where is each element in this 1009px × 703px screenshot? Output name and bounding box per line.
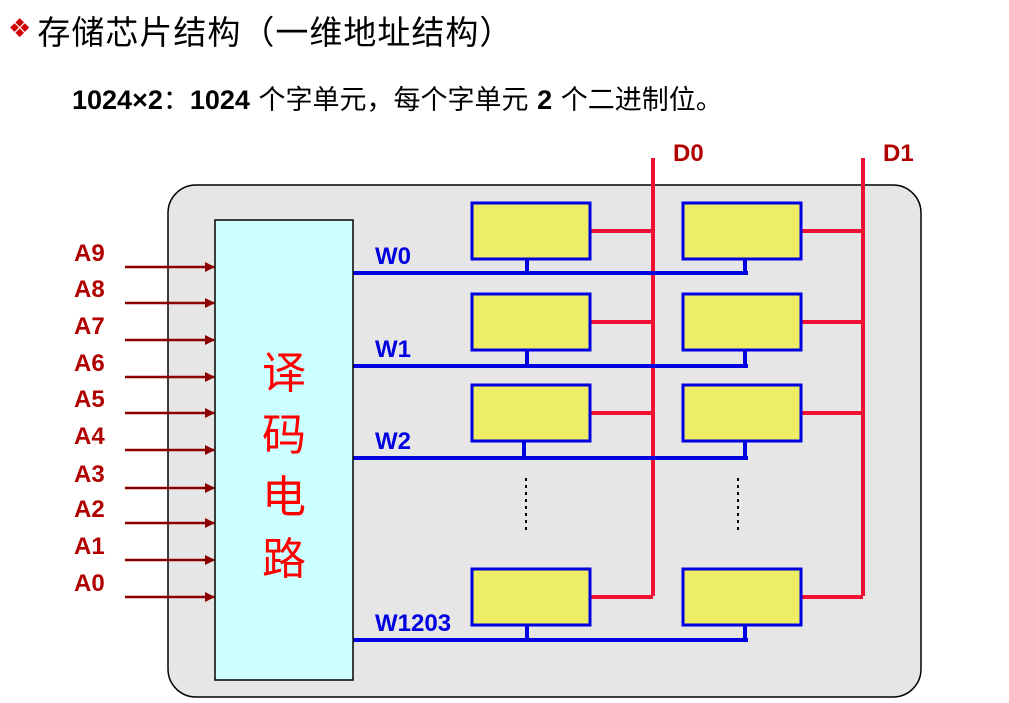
subtitle-colon: ： — [162, 85, 190, 116]
memory-cell — [681, 292, 803, 352]
slide-title: ❖ 存储芯片结构（一维地址结构） — [8, 8, 513, 52]
memory-cell — [681, 567, 803, 627]
subtitle: 1024×2：1024 个字单元，每个字单元 2 个二进制位。 — [72, 78, 723, 117]
ellipsis-dot — [737, 485, 739, 488]
ellipsis-dot — [737, 506, 739, 509]
ellipsis-dot — [737, 478, 739, 481]
memory-cell — [470, 383, 592, 443]
address-label: A8 — [74, 276, 105, 303]
ellipsis-dot — [737, 492, 739, 495]
ellipsis-dot — [525, 506, 527, 509]
address-label: A9 — [74, 240, 105, 267]
bit-count: 2 — [537, 85, 553, 115]
ellipsis-dot — [525, 492, 527, 495]
decoder-label-char: 路 — [262, 534, 306, 585]
data-line-label: D0 — [673, 140, 704, 167]
subtitle-mid: 个字单元，每个字单元 — [249, 85, 538, 116]
ellipsis-dot — [525, 520, 527, 523]
decoder-box — [214, 219, 354, 681]
word-line-label: W2 — [375, 428, 411, 455]
data-line-label: D1 — [883, 140, 914, 167]
word-line-label: W1 — [375, 336, 411, 363]
word-line-label: W1203 — [375, 610, 451, 637]
word-line-label: W0 — [375, 243, 411, 270]
size-spec: 1024×2 — [72, 85, 163, 115]
ellipsis-dot — [525, 527, 527, 530]
ellipsis-dot — [737, 520, 739, 523]
address-label: A4 — [74, 423, 105, 450]
ellipsis-dot — [525, 485, 527, 488]
decoder-label-char: 译 — [262, 348, 306, 399]
ellipsis-dot — [737, 499, 739, 502]
address-label: A6 — [74, 350, 105, 377]
address-label: A5 — [74, 386, 105, 413]
title-text: 存储芯片结构（一维地址结构） — [37, 13, 514, 52]
memory-cell — [681, 383, 803, 443]
ellipsis-dot — [525, 478, 527, 481]
word-count: 1024 — [189, 85, 250, 115]
ellipsis-dot — [525, 499, 527, 502]
address-label: A1 — [74, 533, 105, 560]
ellipsis-dot — [737, 527, 739, 530]
decoder-label-char: 码 — [262, 410, 306, 461]
memory-cell — [470, 292, 592, 352]
memory-cell — [470, 201, 592, 261]
address-label: A7 — [74, 313, 105, 340]
ellipsis-dot — [525, 513, 527, 516]
address-label: A0 — [74, 570, 105, 597]
subtitle-tail: 个二进制位。 — [552, 85, 723, 116]
ellipsis-dot — [737, 513, 739, 516]
memory-cell — [681, 201, 803, 261]
memory-cell — [470, 567, 592, 627]
address-label: A2 — [74, 496, 105, 523]
diamond-bullet-icon: ❖ — [8, 14, 32, 44]
decoder-label-char: 电 — [262, 472, 306, 523]
address-label: A3 — [74, 461, 105, 488]
